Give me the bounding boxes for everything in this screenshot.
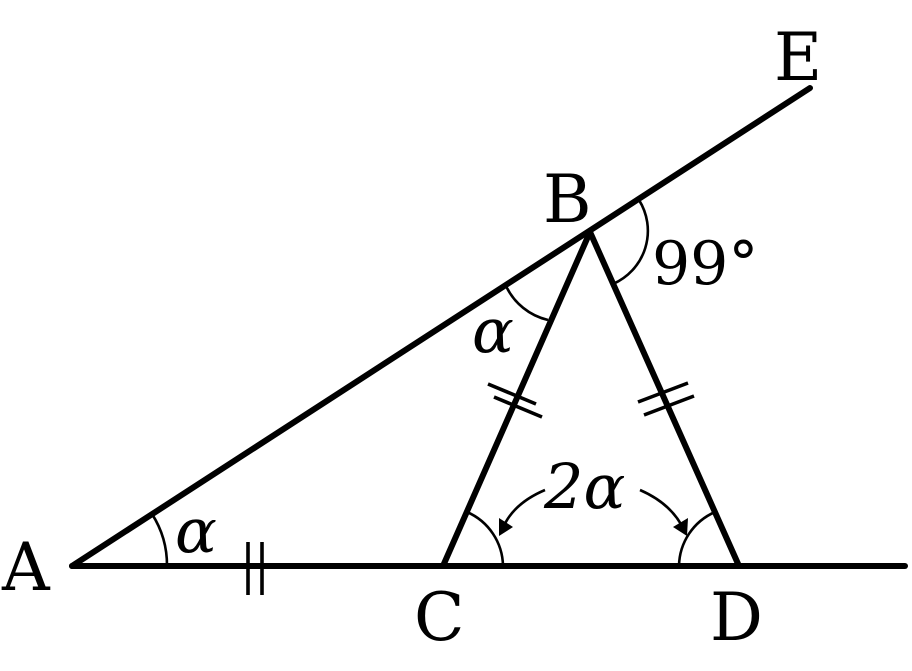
label-angle-a: α	[175, 494, 217, 567]
angle-arc-d	[677, 510, 716, 567]
label-point-d: D	[710, 579, 763, 656]
angle-arc-a	[150, 513, 169, 567]
tick-bc-1	[487, 382, 537, 406]
label-angle-exterior-b: 99°	[652, 229, 758, 299]
arrowhead-c	[499, 518, 513, 536]
arrow-to-angle-c	[500, 488, 546, 531]
arrow-to-angle-d	[639, 488, 686, 531]
tick-bc-2	[493, 395, 543, 419]
line-ae	[69, 85, 813, 569]
angle-arc-c	[466, 510, 505, 567]
label-point-b: B	[543, 161, 592, 238]
label-point-c: C	[414, 579, 465, 656]
label-point-a: A	[1, 529, 51, 606]
segment-cb	[440, 229, 593, 569]
arrowhead-d	[673, 518, 688, 536]
angle-arc-b-interior	[504, 285, 549, 322]
angle-arc-b-exterior	[612, 199, 650, 286]
label-angle-c-d: 2α	[543, 450, 625, 523]
tick-bd-1	[637, 381, 689, 404]
label-point-e: E	[774, 19, 822, 96]
segment-bd	[587, 229, 742, 569]
label-angle-b: α	[472, 294, 514, 367]
tick-bd-2	[643, 394, 695, 417]
